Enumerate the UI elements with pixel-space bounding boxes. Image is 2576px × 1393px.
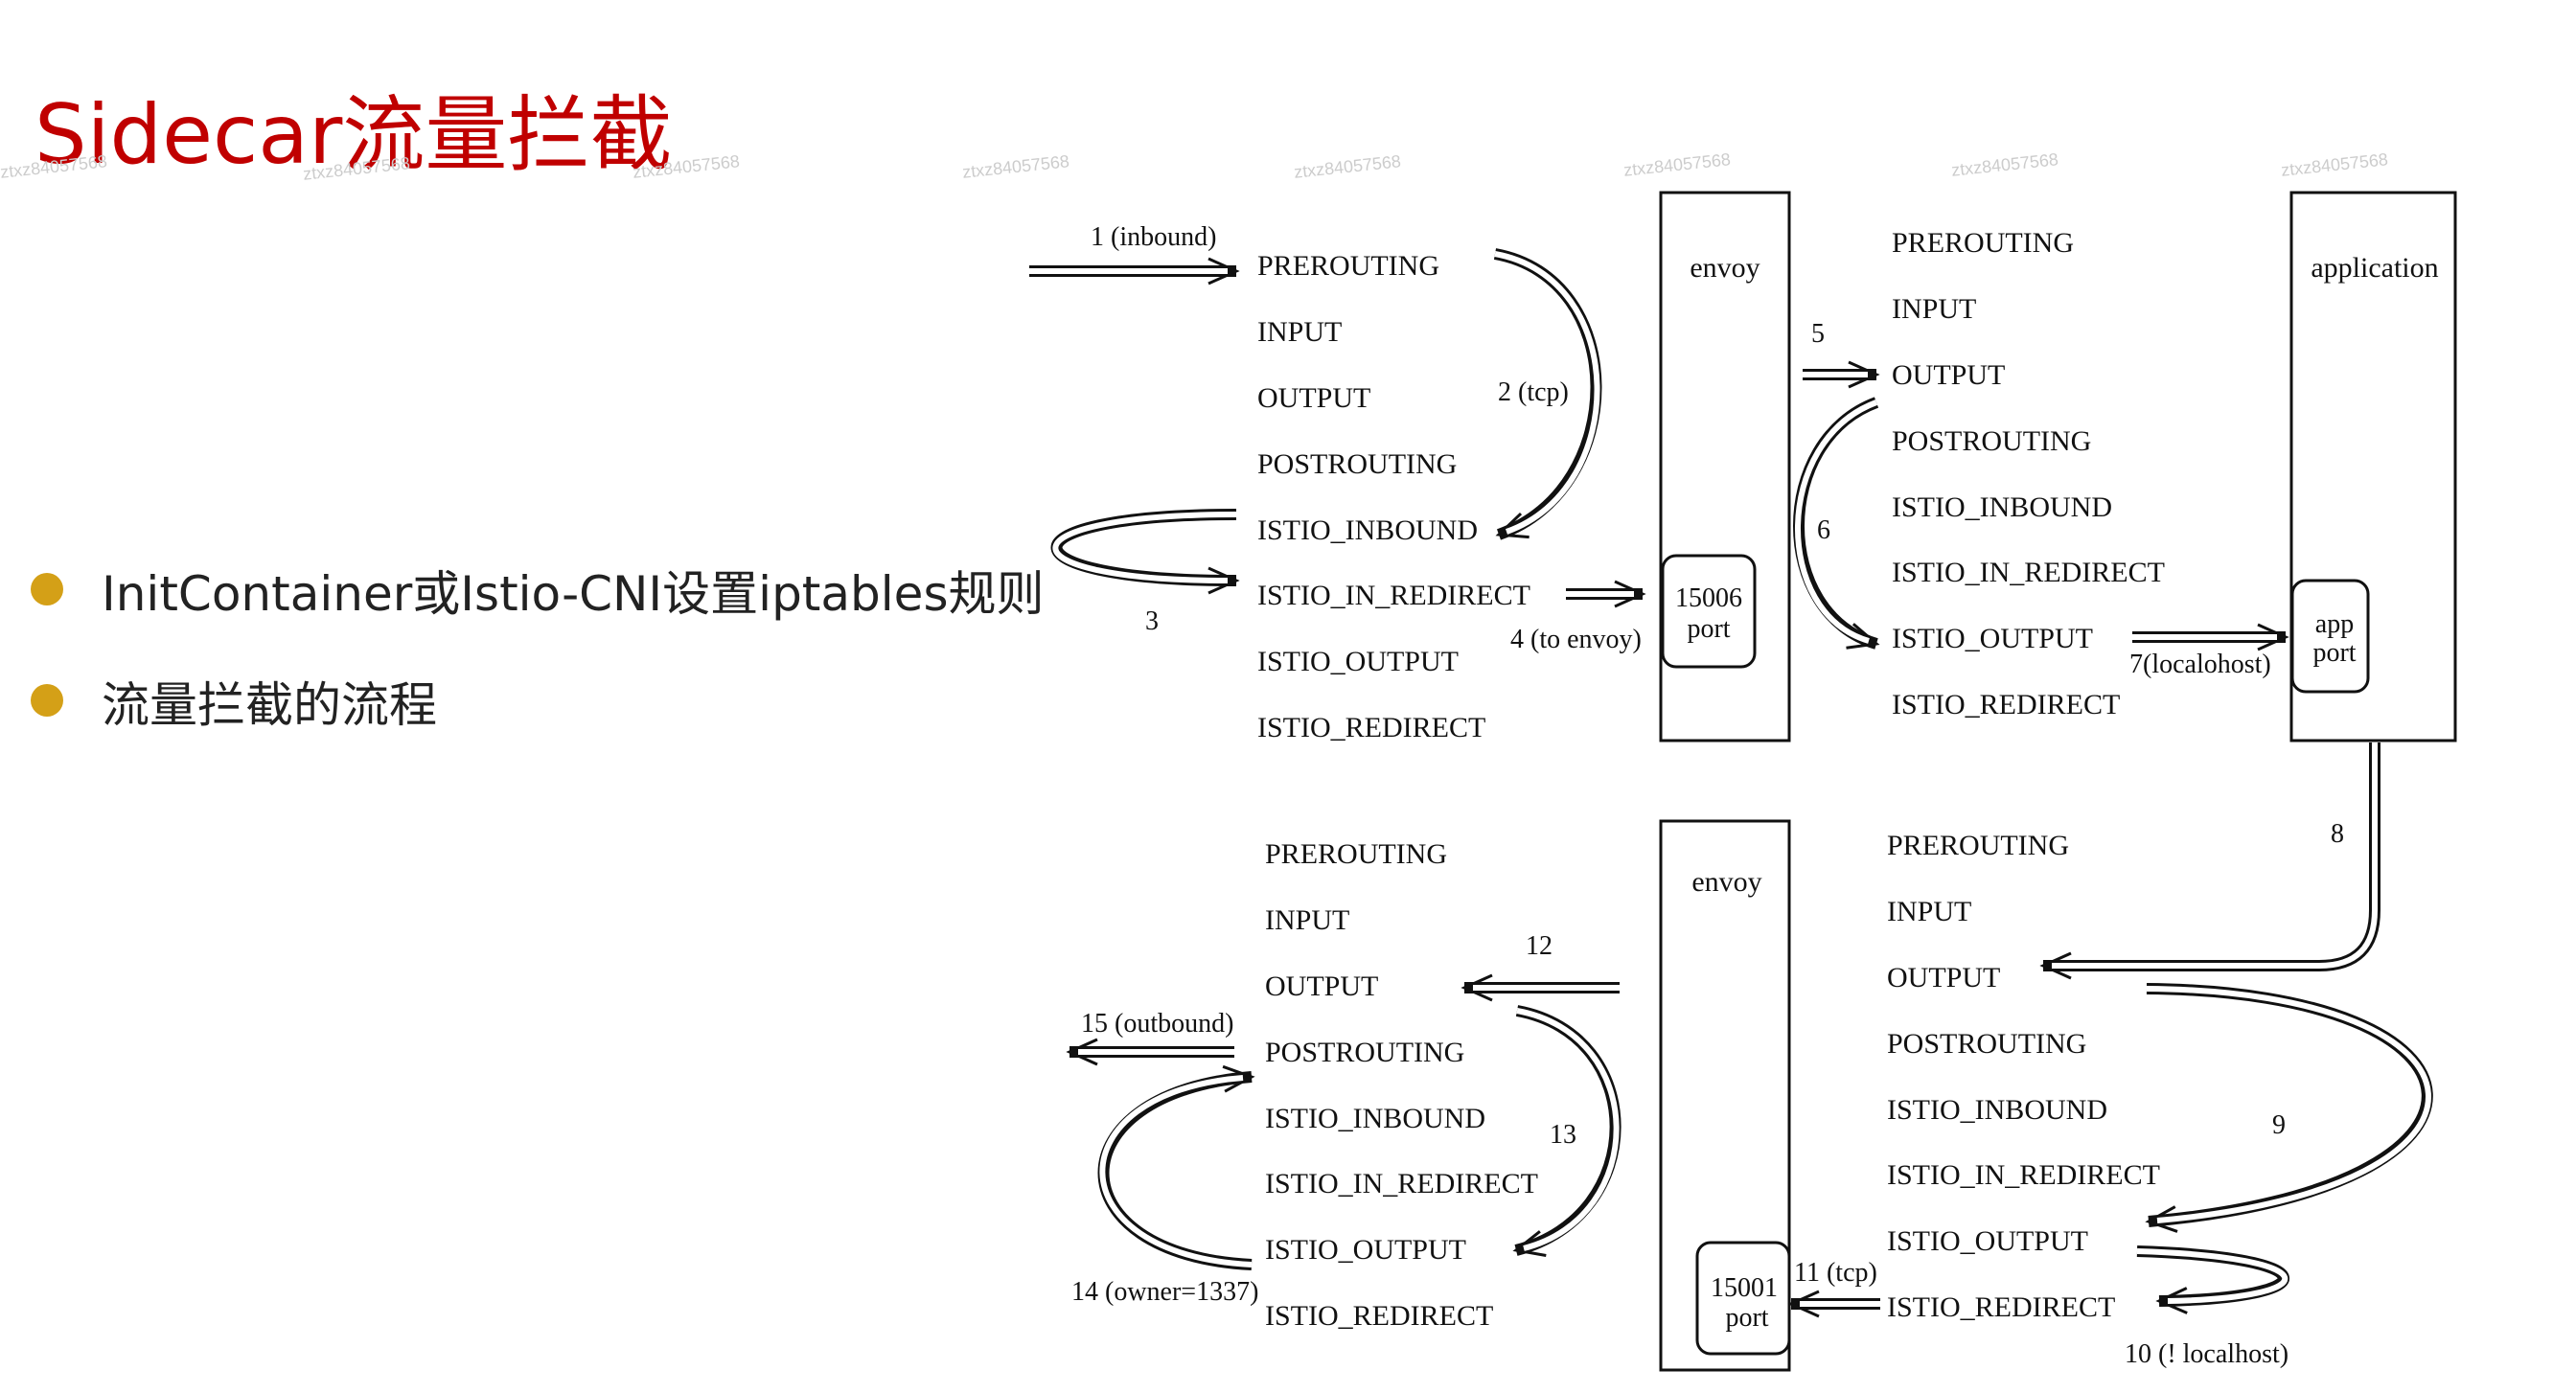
chain-label: ISTIO_REDIRECT	[1265, 1300, 1493, 1332]
step-label-1: 1 (inbound)	[1091, 222, 1216, 252]
step-label-11: 11 (tcp)	[1794, 1258, 1877, 1288]
arrow-step-13	[1512, 1005, 1622, 1257]
arrow-step-8	[2039, 742, 2380, 980]
arrow-step-3	[1050, 509, 1240, 595]
chain-label: POSTROUTING	[1887, 1028, 2086, 1060]
chain-label: ISTIO_REDIRECT	[1257, 712, 1485, 743]
step-label-14: 14 (owner=1337)	[1071, 1277, 1258, 1307]
chain-label: POSTROUTING	[1257, 448, 1457, 480]
arrow-step-14	[1097, 1064, 1255, 1270]
port-15006-number: 15006	[1675, 583, 1742, 613]
chain-label: ISTIO_OUTPUT	[1257, 646, 1459, 677]
app-port-port: port	[2312, 638, 2356, 668]
step-label-2: 2 (tcp)	[1498, 377, 1569, 407]
app-port-app: app	[2315, 609, 2354, 639]
step-label-3: 3	[1145, 606, 1159, 636]
chain-label: ISTIO_INBOUND	[1892, 491, 2112, 523]
chain-label: ISTIO_REDIRECT	[1887, 1291, 2115, 1323]
chain-list-inbound-left: PREROUTING INPUT OUTPUT POSTROUTING ISTI…	[1257, 250, 1530, 743]
chain-label: ISTIO_IN_REDIRECT	[1892, 557, 2165, 588]
arrow-step-9	[2145, 983, 2433, 1233]
chain-label: ISTIO_INBOUND	[1887, 1094, 2107, 1126]
chain-label: POSTROUTING	[1892, 425, 2091, 457]
step-label-8: 8	[2331, 819, 2344, 849]
slide-title: Sidecar流量拦截	[34, 87, 673, 183]
chain-label: ISTIO_INBOUND	[1257, 514, 1478, 546]
step-label-9: 9	[2272, 1110, 2286, 1140]
app-port-box	[2290, 579, 2370, 694]
envoy-label-bottom: envoy	[1691, 866, 1761, 898]
chain-list-outbound-left: PREROUTING INPUT OUTPUT POSTROUTING ISTI…	[1265, 838, 1538, 1332]
envoy-box-top	[1659, 191, 1791, 742]
chain-label: INPUT	[1887, 896, 1971, 927]
chain-label: ISTIO_IN_REDIRECT	[1887, 1159, 2160, 1191]
chain-label: ISTIO_OUTPUT	[1892, 623, 2093, 654]
application-label: application	[2311, 252, 2438, 284]
envoy-box-bottom	[1659, 819, 1791, 1372]
chain-label: PREROUTING	[1892, 227, 2074, 259]
port-15001-number: 15001	[1711, 1273, 1778, 1303]
chain-label: OUTPUT	[1265, 971, 1378, 1002]
arrow-step-2	[1493, 248, 1602, 540]
arrow-step-10	[2136, 1245, 2289, 1314]
chain-label: INPUT	[1257, 316, 1342, 348]
chain-label: OUTPUT	[1887, 962, 2000, 993]
chain-label: INPUT	[1265, 904, 1349, 936]
chain-label: PREROUTING	[1265, 838, 1447, 870]
flow-arrows	[1029, 248, 2433, 1318]
port-15006-box	[1661, 554, 1757, 669]
chain-label: ISTIO_INBOUND	[1265, 1103, 1485, 1134]
chain-label: PREROUTING	[1257, 250, 1439, 282]
chain-label: ISTIO_OUTPUT	[1887, 1225, 2088, 1257]
step-label-10: 10 (! localhost)	[2125, 1339, 2288, 1369]
chain-label: OUTPUT	[1892, 359, 2005, 391]
bullet-dot-1	[31, 573, 63, 605]
bullet-text-2: 流量拦截的流程	[102, 677, 437, 733]
step-label-13: 13	[1550, 1120, 1576, 1150]
step-label-15: 15 (outbound)	[1081, 1009, 1233, 1039]
envoy-label-top: envoy	[1690, 252, 1760, 284]
chain-list-outbound-right: PREROUTING INPUT OUTPUT POSTROUTING ISTI…	[1887, 830, 2160, 1323]
step-label-12: 12	[1526, 931, 1552, 961]
chain-label: PREROUTING	[1887, 830, 2069, 861]
chain-list-inbound-right: PREROUTING INPUT OUTPUT POSTROUTING ISTI…	[1892, 227, 2165, 720]
chain-label: OUTPUT	[1257, 382, 1370, 414]
chain-label: POSTROUTING	[1265, 1037, 1464, 1068]
arrow-step-6	[1793, 397, 1880, 650]
step-label-6: 6	[1817, 515, 1830, 545]
bullet-dot-2	[31, 684, 63, 717]
application-box	[2289, 191, 2457, 742]
chain-label: ISTIO_REDIRECT	[1892, 689, 2120, 720]
step-labels: 1 (inbound) 2 (tcp) 3 4 (to envoy) 5 6 7…	[1071, 222, 2344, 1369]
chain-label: INPUT	[1892, 293, 1976, 325]
chain-label: ISTIO_OUTPUT	[1265, 1234, 1466, 1266]
chain-label: ISTIO_IN_REDIRECT	[1265, 1168, 1538, 1199]
step-label-4: 4 (to envoy)	[1510, 625, 1642, 654]
step-label-7: 7(localohost)	[2129, 650, 2271, 679]
step-label-5: 5	[1811, 319, 1825, 349]
bullet-text-1: InitContainer或Istio-CNI设置iptables规则	[102, 566, 1045, 622]
port-15001-label: port	[1725, 1303, 1768, 1333]
port-15006-label: port	[1687, 614, 1730, 644]
chain-label: ISTIO_IN_REDIRECT	[1257, 580, 1530, 611]
